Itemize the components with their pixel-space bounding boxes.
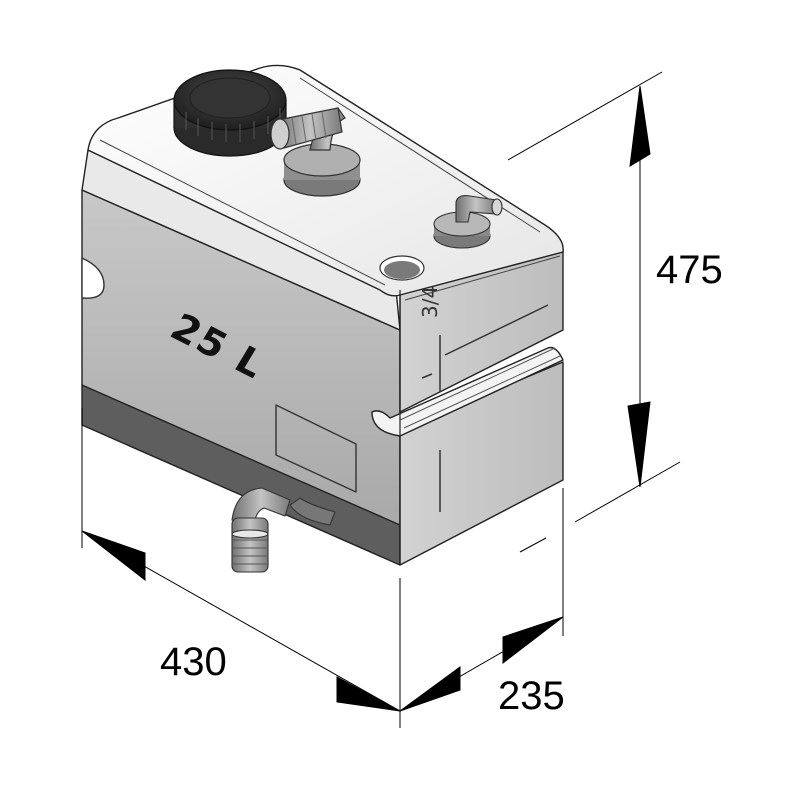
dimension-length <box>81 408 401 728</box>
dimension-depth <box>399 488 564 712</box>
inlet-elbow <box>270 107 361 197</box>
label-plate <box>275 404 357 493</box>
filler-cap <box>173 69 287 157</box>
arrowhead-down <box>627 401 651 488</box>
arrowhead-left <box>81 530 146 582</box>
arrowhead-right <box>336 676 401 712</box>
vent-elbow <box>433 195 503 249</box>
height-dimension-label: 475 <box>656 248 723 292</box>
level-marks <box>421 304 549 512</box>
sensor-port-hole <box>379 255 425 281</box>
dimension-height <box>507 71 681 553</box>
arrowhead-up <box>629 85 651 167</box>
arrowhead-right-depth <box>502 616 564 665</box>
outlet-elbow <box>231 487 336 573</box>
left-handle-notch <box>81 257 105 299</box>
depth-dimension-label: 235 <box>498 674 565 718</box>
arrowhead-left-depth <box>399 666 461 712</box>
level-mark-label: 3/4 <box>418 285 442 318</box>
grip-groove <box>371 346 564 437</box>
length-dimension-label: 430 <box>160 640 227 684</box>
